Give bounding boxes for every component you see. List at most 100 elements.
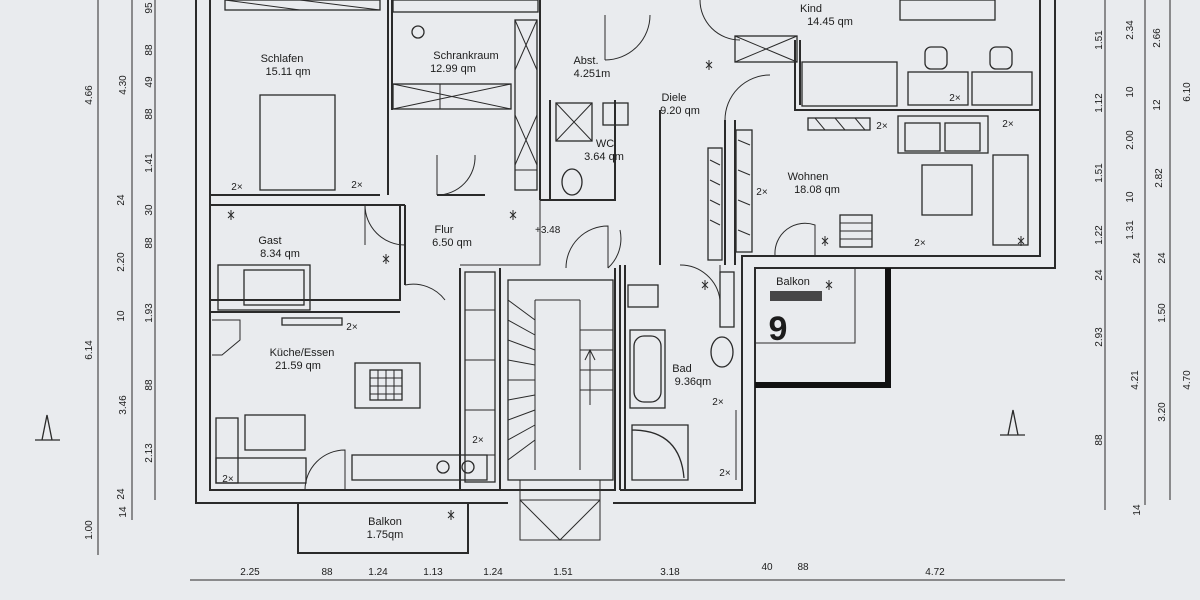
outlet-marker: 2×	[346, 322, 358, 333]
outlet-marker: 2×	[472, 435, 484, 446]
balcony-right-outline	[754, 267, 891, 388]
dim-left-mid-2: 3.46	[118, 395, 129, 415]
room-name-wc: WC	[596, 138, 614, 150]
dim-right-2-4: 10	[1125, 191, 1136, 203]
dim-left-inner-4: 88	[144, 108, 155, 120]
dim-left-outer-1: 4.66	[84, 85, 95, 105]
room-name-balkon-right: Balkon	[776, 276, 810, 288]
dim-right-2-7: 1.50	[1157, 303, 1168, 323]
dim-bottom-4: 1.13	[423, 567, 443, 578]
room-name-wohnen: Wohnen	[788, 171, 829, 183]
room-area-diele: 9.20 qm	[660, 105, 700, 117]
outlet-marker: 2×	[1002, 119, 1014, 130]
dim-right-1-5: 24	[1094, 269, 1105, 281]
dim-right-1-4: 1.22	[1094, 225, 1105, 245]
dim-right-1-2: 1.12	[1094, 93, 1105, 113]
dim-bottom-2: 88	[321, 567, 333, 578]
dim-right-3-3: 2.82	[1154, 168, 1165, 188]
dim-right-1-6: 2.93	[1094, 327, 1105, 347]
dim-left-inner-9: 2.20	[116, 252, 127, 272]
switch-markers	[227, 60, 1025, 520]
dim-left-inner-14: 24	[116, 488, 127, 500]
outlet-marker: 2×	[351, 180, 363, 191]
section-marker-left	[35, 414, 60, 441]
dim-right-2-8: 3.20	[1157, 402, 1168, 422]
room-area-wohnen: 18.08 qm	[794, 184, 840, 196]
dim-right-1-9: 14	[1132, 504, 1143, 516]
dim-right-2-3: 2.00	[1125, 130, 1136, 150]
dim-left-inner-8: 88	[144, 237, 155, 249]
dim-left-inner-2: 88	[144, 44, 155, 56]
room-area-kind: 14.45 qm	[807, 16, 853, 28]
dim-right-2-5: 1.31	[1125, 220, 1136, 240]
dim-left-inner-12: 88	[144, 379, 155, 391]
dim-bottom-5: 1.24	[483, 567, 503, 578]
dim-left-mid-3: 14	[118, 506, 129, 518]
dim-left-inner-13: 2.13	[144, 443, 155, 463]
room-area-abst: 4.251m	[574, 68, 611, 80]
dim-left-inner-11: 1.93	[144, 303, 155, 323]
dim-bottom-9: 88	[797, 562, 809, 573]
room-name-schlafen: Schlafen	[261, 53, 304, 65]
right-dimensions: 1.51 1.12 1.51 1.22 24 2.93 4.21 88 14 2…	[1094, 20, 1193, 516]
dim-left-inner-7: 30	[144, 204, 155, 216]
dim-left-outer-3: 1.00	[84, 520, 95, 540]
room-name-diele: Diele	[661, 92, 686, 104]
balcony-bottom	[297, 502, 469, 554]
room-area-schlafen: 15.11 qm	[265, 66, 310, 78]
dim-bottom-1: 2.25	[240, 567, 260, 578]
dim-left-inner-3: 49	[144, 76, 155, 88]
staircase	[507, 279, 614, 541]
outlet-marker: 2×	[222, 474, 234, 485]
room-area-flur: 6.50 qm	[432, 237, 472, 249]
dim-bottom-8: 40	[761, 562, 773, 573]
room-area-bad: 9.36qm	[675, 376, 712, 388]
dim-right-1-1: 1.51	[1094, 30, 1105, 50]
outlet-marker: 2×	[914, 238, 926, 249]
room-name-kueche: Küche/Essen	[270, 347, 335, 359]
room-name-bad: Bad	[672, 363, 692, 375]
level-mark: +3.48	[535, 225, 561, 236]
outlet-marker: 2×	[231, 182, 243, 193]
outlet-marker: 2×	[712, 397, 724, 408]
dim-bottom-7: 3.18	[660, 567, 680, 578]
dim-bottom-10: 4.72	[925, 567, 945, 578]
section-marker-right	[1000, 409, 1025, 436]
dim-right-1-3: 1.51	[1094, 163, 1105, 183]
outlet-marker: 2×	[756, 187, 768, 198]
dim-bottom-3: 1.24	[368, 567, 388, 578]
dim-left-mid-1: 4.30	[118, 75, 129, 95]
room-name-balkon-bottom: Balkon	[368, 516, 402, 528]
outlet-markers: 2× 2× 2× 2× 2× 2× 2× 2× 2× 2× 2× 2×	[222, 93, 1014, 485]
dim-right-2-1: 2.34	[1125, 20, 1136, 40]
dim-bottom-6: 1.51	[553, 567, 573, 578]
dim-right-2-9: 24	[1157, 252, 1168, 264]
room-labels: Schlafen 15.11 qm Schrankraum 12.99 qm A…	[258, 3, 853, 541]
room-area-schrankraum: 12.99 qm	[430, 63, 476, 75]
dim-right-2-2: 10	[1125, 86, 1136, 98]
room-name-schrankraum: Schrankraum	[433, 50, 498, 62]
dimension-lines	[97, 0, 1171, 581]
outlet-marker: 2×	[719, 468, 731, 479]
left-dimensions: 4.66 6.14 1.00 4.30 3.46 14 95 88 49 88 …	[84, 2, 155, 540]
dim-right-3-1: 2.66	[1152, 28, 1163, 48]
room-area-kueche: 21.59 qm	[275, 360, 321, 372]
dim-right-2-6: 24	[1132, 252, 1143, 264]
room-name-abst: Abst.	[573, 55, 598, 67]
outlet-marker: 2×	[876, 121, 888, 132]
doors	[304, 0, 816, 491]
dim-left-inner-10: 10	[116, 310, 127, 322]
outlet-marker: 2×	[949, 93, 961, 104]
dim-right-3-2: 12	[1152, 99, 1163, 111]
room-name-flur: Flur	[435, 224, 454, 236]
room-name-kind: Kind	[800, 3, 822, 15]
dim-right-3-4: 6.10	[1182, 82, 1193, 102]
furniture	[212, 0, 1033, 484]
dim-left-inner-5: 1.41	[144, 153, 155, 173]
room-area-balkon-bottom: 1.75qm	[367, 529, 404, 541]
dim-left-inner-6: 24	[116, 194, 127, 206]
bottom-dimensions: 2.25 88 1.24 1.13 1.24 1.51 3.18 40 88 4…	[240, 562, 945, 578]
dim-left-inner-1: 95	[144, 2, 155, 14]
balcony-number-mark: 9	[769, 310, 788, 348]
room-name-gast: Gast	[258, 235, 281, 247]
